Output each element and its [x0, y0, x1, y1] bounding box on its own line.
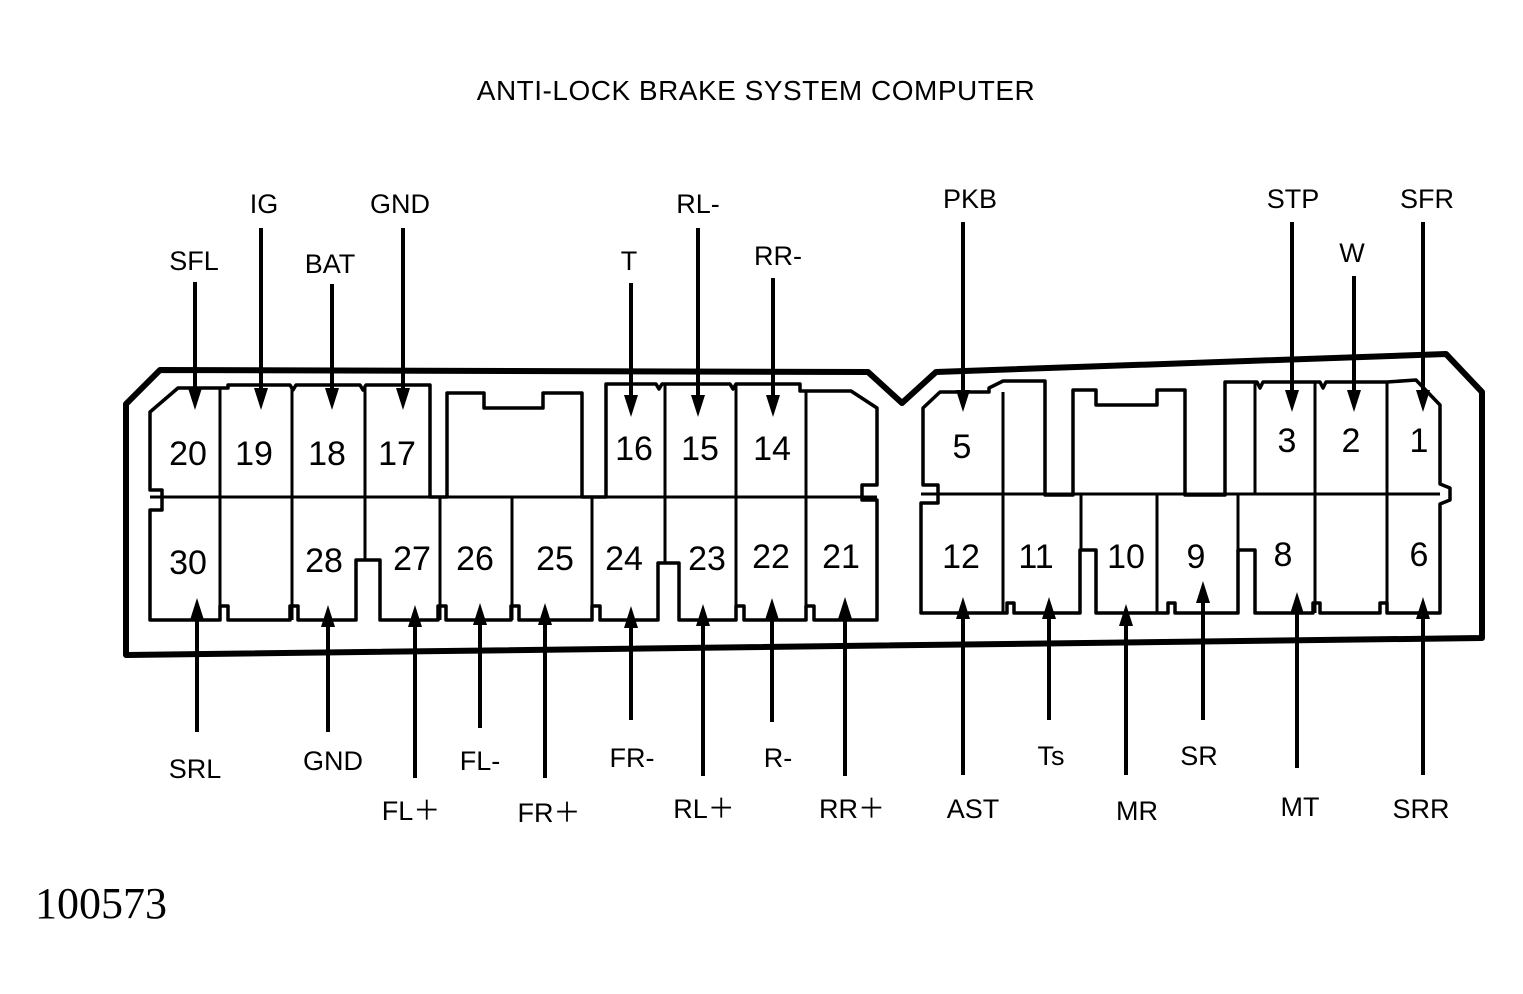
- pin-number-24: 24: [605, 540, 643, 578]
- signal-label-pin-23: RL＋: [673, 794, 735, 824]
- arrow-down-icon: [325, 388, 339, 410]
- pin-number-5: 5: [953, 428, 972, 466]
- signal-label-pin-17: GND: [370, 189, 430, 219]
- arrow-up-icon: [1196, 581, 1210, 603]
- signal-label-pin-11: Ts: [1038, 741, 1065, 771]
- cavity-dividers: [150, 382, 1440, 620]
- signal-label-pin-24: FR-: [610, 743, 655, 773]
- arrow-up-icon: [838, 597, 852, 619]
- arrow-up-icon: [1416, 597, 1430, 619]
- arrow-down-icon: [691, 395, 705, 417]
- signal-labels: SFL IG BAT GND T RL- RR- PKB STP W SFR SRL GND FL＋ FL-…: [169, 184, 1454, 828]
- arrow-up-icon: [956, 597, 970, 619]
- arrow-up-icon: [624, 606, 638, 628]
- arrow-up-icon: [1042, 597, 1056, 619]
- pin-number-11: 11: [1018, 538, 1053, 576]
- arrow-up-icon: [538, 603, 552, 625]
- connector-housing: [123, 351, 1485, 658]
- arrow-down-icon: [188, 388, 202, 410]
- arrow-up-icon: [1290, 592, 1304, 614]
- arrow-down-icon: [254, 388, 268, 410]
- pin-number-14: 14: [753, 430, 791, 468]
- signal-label-pin-26: FL-: [460, 746, 501, 776]
- pin-number-18: 18: [308, 435, 346, 473]
- signal-label-pin-12: AST: [947, 794, 1000, 824]
- arrow-down-icon: [766, 395, 780, 417]
- signal-label-pin-2: W: [1339, 238, 1365, 268]
- pin-number-19: 19: [235, 435, 273, 473]
- pin-number-20: 20: [169, 435, 207, 473]
- arrow-up-icon: [190, 598, 204, 620]
- signal-label-pin-30: SRL: [169, 754, 222, 784]
- pin-number-6: 6: [1410, 536, 1429, 574]
- arrow-up-icon: [765, 598, 779, 620]
- signal-label-pin-6: SRR: [1392, 794, 1449, 824]
- signal-label-pin-18: BAT: [305, 249, 356, 279]
- signal-label-pin-9: SR: [1180, 741, 1218, 771]
- signal-label-pin-22: R-: [764, 743, 793, 773]
- signal-label-pin-28: GND: [303, 746, 363, 776]
- pin-number-21: 21: [822, 538, 860, 576]
- pin-number-28: 28: [305, 542, 343, 580]
- pin-number-2: 2: [1342, 422, 1361, 460]
- diagram-title: ANTI-LOCK BRAKE SYSTEM COMPUTER: [477, 75, 1035, 106]
- signal-label-pin-5: PKB: [943, 184, 997, 214]
- pin-number-23: 23: [688, 540, 726, 578]
- pin-number-9: 9: [1187, 538, 1206, 576]
- arrow-up-icon: [696, 604, 710, 626]
- signal-label-pin-3: STP: [1267, 184, 1320, 214]
- signal-label-pin-16: T: [621, 246, 638, 276]
- signal-label-pin-25: FR＋: [518, 798, 581, 828]
- pin-number-30: 30: [169, 544, 207, 582]
- pin-number-25: 25: [536, 540, 574, 578]
- figure-id: 100573: [35, 879, 167, 928]
- signal-label-pin-27: FL＋: [382, 796, 441, 826]
- pin-number-1: 1: [1410, 422, 1429, 460]
- signal-label-pin-15: RL-: [676, 189, 720, 219]
- pin-number-3: 3: [1278, 422, 1297, 460]
- signal-label-pin-20: SFL: [169, 246, 219, 276]
- signal-label-pin-19: IG: [250, 189, 279, 219]
- pin-number-8: 8: [1274, 536, 1293, 574]
- pin-number-17: 17: [378, 435, 416, 473]
- signal-arrows: [188, 222, 1430, 778]
- pin-number-16: 16: [615, 430, 653, 468]
- arrow-down-icon: [396, 388, 410, 410]
- arrow-up-icon: [1119, 604, 1133, 626]
- arrow-up-icon: [321, 605, 335, 627]
- arrow-up-icon: [408, 605, 422, 627]
- signal-label-pin-10: MR: [1116, 796, 1158, 826]
- signal-label-pin-8: MT: [1281, 792, 1320, 822]
- arrow-down-icon: [956, 390, 970, 412]
- pin-number-10: 10: [1107, 538, 1145, 576]
- signal-label-pin-14: RR-: [754, 241, 802, 271]
- arrow-down-icon: [624, 395, 638, 417]
- signal-label-pin-1: SFR: [1400, 184, 1454, 214]
- pin-number-22: 22: [752, 538, 790, 576]
- pin-number-12: 12: [942, 538, 980, 576]
- arrow-down-icon: [1285, 390, 1299, 412]
- pin-number-26: 26: [456, 540, 494, 578]
- pin-number-27: 27: [393, 540, 431, 578]
- pin-number-15: 15: [681, 430, 719, 468]
- arrow-down-icon: [1416, 390, 1430, 412]
- arrow-up-icon: [473, 603, 487, 625]
- signal-label-pin-21: RR＋: [819, 794, 885, 824]
- arrow-down-icon: [1347, 390, 1361, 412]
- right-cavity-block: [919, 378, 1452, 615]
